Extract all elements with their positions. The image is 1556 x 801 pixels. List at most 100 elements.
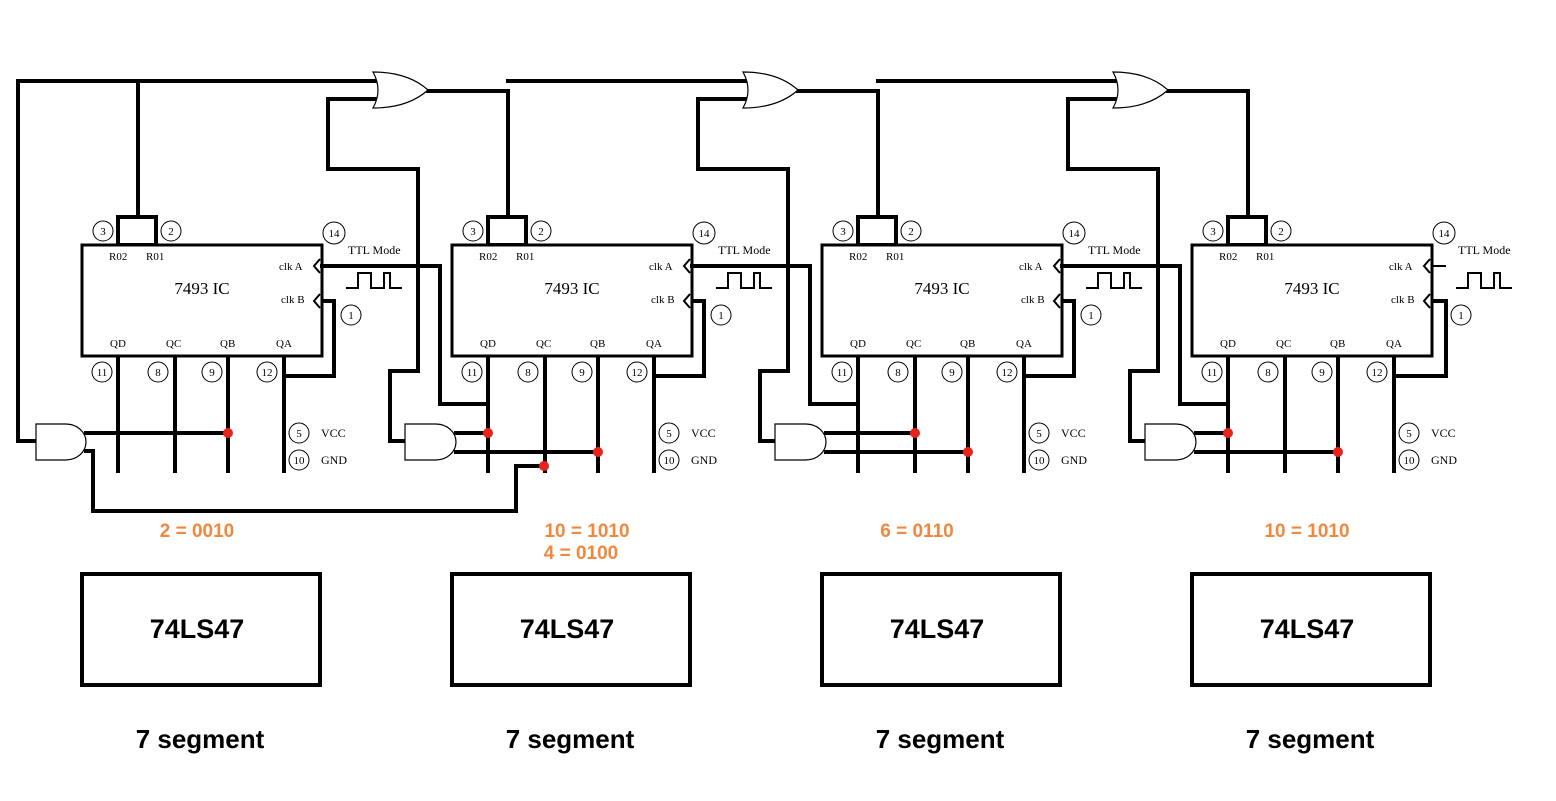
clock-waveform [346,272,402,289]
ic-stage-2: 7493 IC R02 R01 clk A clk B QD QC QB QA … [320,215,772,473]
clk-b-arrow [1052,293,1061,309]
pin-num-clkb: 1 [718,310,724,322]
decoder-box [80,572,322,687]
pin-num-clka: 14 [1069,228,1081,240]
ttl-label: TTL Mode [1088,243,1141,257]
decoder-box [1190,572,1432,687]
reset-wiring [16,79,1250,513]
clk-a-arrow [1052,258,1061,274]
pin-num-qa: 12 [632,367,643,379]
or-input-2 [696,97,790,443]
clk-b-arrow [312,293,321,309]
and-gate-3 [774,423,827,461]
code-label: 10 = 1010 [544,521,629,542]
clock-waveform [1086,272,1142,289]
junction-dot [483,428,493,438]
decoder-box [450,572,692,687]
clk-a-arrow [1422,258,1431,274]
decoder-label: 74LS47 [150,614,245,644]
pin-label-qc: QC [906,338,921,350]
pin-num-r02: 3 [1210,226,1216,238]
and-gate-1 [35,423,87,461]
pin-label-clkb: clk B [1021,294,1045,306]
or-gate-2 [741,71,799,109]
pin-label-clka: clk A [1019,261,1043,273]
ic-title: 7493 IC [174,279,229,298]
display-label: 7 segment [136,724,265,754]
decoder-label: 74LS47 [890,614,985,644]
pin-num-clkb: 1 [348,310,354,322]
reset-bus-2 [426,79,750,219]
stage-3-output: 6 = 0110 74LS47 7 segment [820,521,1062,754]
ic-stage-4: 7493 IC R02 R01 clk A clk B QD QC QB QA … [1060,215,1512,473]
gnd-label: GND [321,453,347,467]
pin-num-r01: 2 [908,226,914,238]
pin-num-gnd: 10 [294,455,306,467]
code-label: 6 = 0110 [880,521,953,542]
display-label: 7 segment [876,724,1005,754]
pin-num-qc: 8 [155,367,161,379]
decoder-label: 74LS47 [1260,614,1355,644]
pin-num-r01: 2 [538,226,544,238]
pin-num-qd: 11 [837,367,848,379]
pin-label-qc: QC [166,338,181,350]
reset-bus-3 [796,79,1120,219]
junction-dot [1333,447,1343,457]
vcc-label: VCC [1431,426,1456,440]
gnd-label: GND [691,453,717,467]
pin-num-r02: 3 [470,226,476,238]
pin-num-qa: 12 [1002,367,1013,379]
pin-num-r01: 2 [168,226,174,238]
pin-label-qb: QB [590,338,605,350]
pin-num-qb: 9 [209,367,215,379]
pin-label-clka: clk A [649,261,673,273]
pin-label-qa: QA [646,338,662,350]
display-label: 7 segment [1246,724,1375,754]
pin-label-qb: QB [1330,338,1345,350]
ic-stage-1: 7493 IC R02 R01 clk A clk B QD QC QB QA … [35,215,402,473]
pin-num-qb: 9 [949,367,955,379]
pin-num-clka: 14 [329,228,341,240]
junction-dot [963,447,973,457]
pin-num-qc: 8 [895,367,901,379]
ic-title: 7493 IC [544,279,599,298]
ttl-label: TTL Mode [1458,243,1511,257]
pin-label-r02: R02 [109,251,127,263]
pin-label-clka: clk A [1389,261,1413,273]
clk-a-arrow [312,258,321,274]
clock-waveform [716,272,772,289]
pin-label-qc: QC [536,338,551,350]
pin-num-vcc: 5 [666,428,672,440]
pin-label-qa: QA [276,338,292,350]
ic-title: 7493 IC [1284,279,1339,298]
pin-num-qc: 8 [1265,367,1271,379]
pin-num-vcc: 5 [1406,428,1412,440]
pin-label-qd: QD [850,338,866,350]
vcc-label: VCC [691,426,716,440]
pin-num-r02: 3 [840,226,846,238]
clk-b-arrow [682,293,691,309]
ttl-label: TTL Mode [348,243,401,257]
vcc-label: VCC [321,426,346,440]
junction-dot [223,428,233,438]
pin-label-qb: QB [960,338,975,350]
and-gate-4 [1144,423,1197,461]
or-input-3 [1066,97,1160,443]
gnd-label: GND [1431,453,1457,467]
code-label: 2 = 0010 [160,521,235,542]
pin-label-clkb: clk B [651,294,675,306]
code-label: 4 = 0100 [544,543,619,564]
pin-num-qd: 11 [1207,367,1218,379]
clk-a-arrow [682,258,691,274]
reset-bus-1 [16,79,380,443]
ic-stage-3: 7493 IC R02 R01 clk A clk B QD QC QB QA … [690,215,1142,473]
pin-label-r01: R01 [886,251,904,263]
pin-label-r01: R01 [1256,251,1274,263]
and-gate-2 [404,423,457,461]
pin-num-qa: 12 [1372,367,1383,379]
pin-num-qb: 9 [579,367,585,379]
pin-num-gnd: 10 [1404,455,1416,467]
stage-2-output: 10 = 1010 4 = 0100 74LS47 7 segment [450,521,692,754]
pin-label-r02: R02 [849,251,867,263]
